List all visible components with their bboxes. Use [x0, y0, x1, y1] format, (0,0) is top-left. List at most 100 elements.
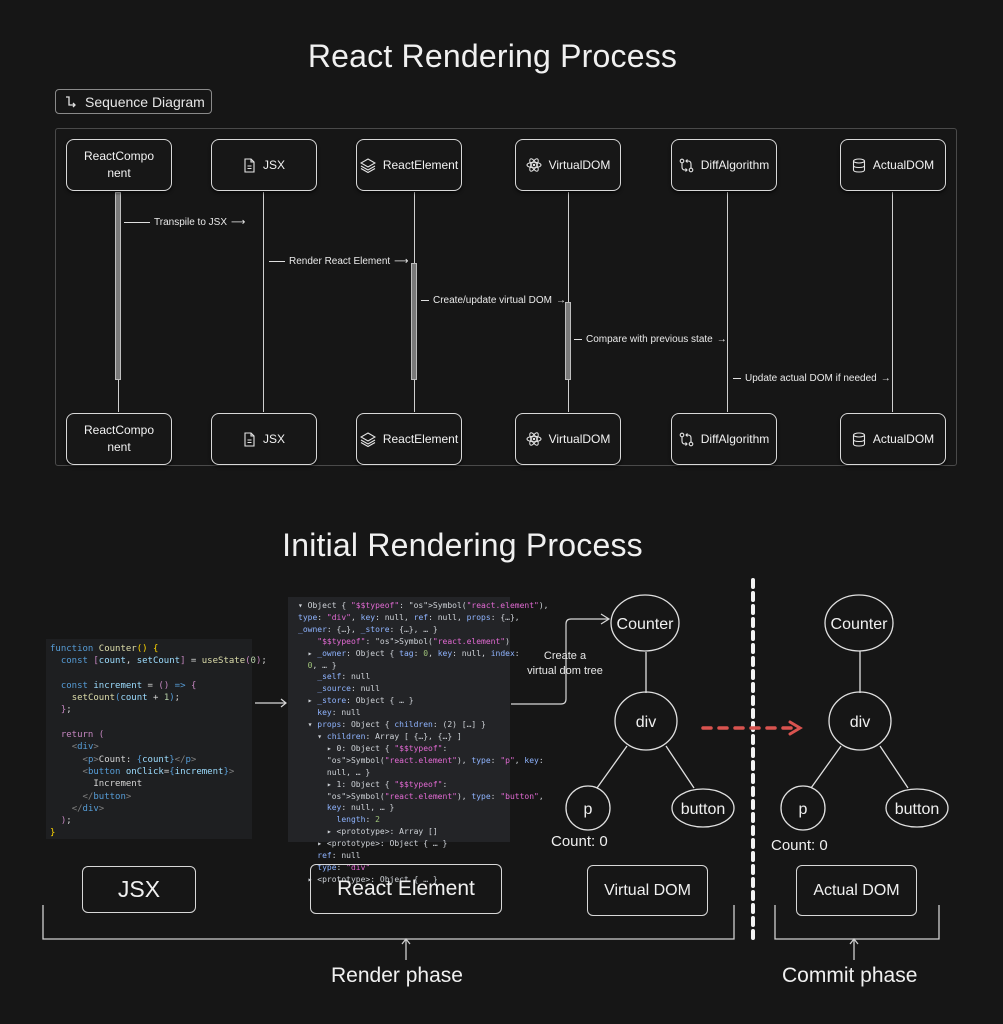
object-line: type: "div" — [317, 862, 371, 872]
layers-icon — [359, 431, 376, 447]
stage-label-text: Virtual DOM — [604, 881, 691, 899]
tree-edge — [665, 745, 695, 789]
adom-node-button-label: button — [895, 801, 939, 818]
message-compare: Compare with previous state→ — [574, 334, 727, 345]
message-label: Transpile to JSX — [154, 217, 227, 228]
message-transpile: Transpile to JSX⟶ — [124, 217, 245, 228]
message-create-vdom: Create/update virtual DOM→ — [421, 295, 566, 306]
object-line: length: 2 — [336, 815, 380, 825]
adom-node-counter-label: Counter — [831, 616, 889, 633]
message-render-element: Render React Element⟶ — [269, 256, 409, 267]
actor-label: JSX — [262, 431, 285, 446]
object-line: ▸ 1: Object { "$$typeof": — [298, 779, 448, 789]
actor-jsx-bottom: JSX — [211, 413, 317, 465]
actor-diff-algorithm-top: DiffAlgorithm — [671, 139, 777, 191]
object-line: type: "div", key: null, ref: null, props… — [298, 612, 520, 622]
object-line: ▾ Object { "$$typeof": "os">Symbol( — [298, 601, 467, 610]
actor-label: ActualDOM — [872, 157, 935, 172]
adom-node-div-label: div — [850, 714, 870, 731]
message-label: Compare with previous state — [586, 334, 713, 345]
object-line: _source: null — [317, 684, 380, 694]
object-line: _self: null — [317, 672, 371, 682]
create-tree-label-line2: virtual dom tree — [527, 665, 603, 677]
vdom-node-p-label: p — [584, 801, 593, 818]
actor-virtual-dom-bottom: VirtualDOM — [515, 413, 621, 465]
actor-label: JSX — [262, 157, 285, 172]
actor-diff-algorithm-bottom: DiffAlgorithm — [671, 413, 777, 465]
layers-icon — [359, 157, 376, 173]
vdom-node-button — [671, 788, 735, 828]
actor-actual-dom-top: ActualDOM — [840, 139, 946, 191]
arrow-jsx-to-element — [255, 698, 287, 708]
actor-label: ReactElement — [382, 431, 459, 446]
message-update-dom: Update actual DOM if needed→ — [733, 373, 891, 384]
object-line: "$$typeof": "os">Symbol( — [317, 636, 433, 646]
jsx-code-panel: function Counter() { const [count, setCo… — [46, 639, 267, 839]
sequence-diagram-badge: Sequence Diagram — [55, 89, 212, 114]
stage-label-jsx: JSX — [82, 866, 196, 913]
arrow-create-tree — [511, 613, 611, 705]
adom-p-text: Count: 0 — [771, 837, 828, 854]
object-line: ref: null — [317, 851, 361, 861]
object-line: 0, … } — [307, 660, 337, 670]
actor-actual-dom-bottom: ActualDOM — [840, 413, 946, 465]
top-title: React Rendering Process — [307, 38, 678, 74]
activation-react-component — [115, 192, 121, 380]
object-line: _owner: {…}, _store: {…}, … } — [298, 624, 438, 634]
stage-label-react-element: React Element — [310, 864, 502, 914]
object-line: ▸ <prototype>: Object { … } — [298, 839, 448, 849]
object-line: "os">Symbol( — [326, 755, 385, 765]
arrow-right-icon: → — [716, 334, 727, 345]
object-line: ▾ children: Array [ {…}, {…} ] — [298, 731, 462, 741]
actor-virtual-dom-top: VirtualDOM — [515, 139, 621, 191]
stage-label-text: Actual DOM — [813, 881, 900, 899]
actor-jsx-top: JSX — [211, 139, 317, 191]
arrow-right-icon: ⟶ — [394, 256, 409, 267]
object-line: ▸ _store: Object { … } — [298, 696, 414, 706]
adom-node-p — [780, 785, 826, 831]
actor-label: VirtualDOM — [548, 157, 611, 172]
adom-node-div — [828, 691, 892, 751]
sequence-step-icon — [66, 96, 76, 108]
stage-label-actual-dom: Actual DOM — [796, 865, 917, 916]
adom-node-p-label: p — [799, 801, 808, 818]
commit-phase-label: Commit phase — [782, 964, 918, 987]
activation-react-element — [411, 263, 417, 380]
sequence-badge-label: Sequence Diagram — [85, 93, 205, 110]
atom-icon — [526, 158, 542, 172]
actor-react-element-top: ReactElement — [356, 139, 462, 191]
actor-label: VirtualDOM — [548, 431, 611, 446]
message-label: Create/update virtual DOM — [433, 295, 552, 306]
actor-label: ReactElement — [382, 157, 459, 172]
vdom-node-div — [614, 691, 678, 751]
create-tree-label-line1: Create a — [544, 650, 587, 662]
arrow-right-icon: → — [555, 295, 566, 306]
tree-edge — [596, 745, 628, 789]
object-line: ▸ <prototype>: Array [] — [298, 827, 438, 837]
database-icon — [852, 157, 865, 173]
stage-label-virtual-dom: Virtual DOM — [587, 865, 708, 916]
adom-node-counter — [824, 594, 894, 652]
object-line: key: null — [317, 708, 361, 718]
lifeline-diff-algorithm — [727, 192, 728, 412]
actor-label: DiffAlgorithm — [700, 431, 770, 446]
atom-icon — [526, 432, 542, 446]
arrow-right-icon: → — [880, 373, 891, 384]
file-text-icon — [244, 157, 255, 173]
adom-node-button — [885, 788, 949, 828]
vdom-node-button-label: button — [681, 801, 725, 818]
commit-arrow — [701, 720, 803, 736]
object-line: ▾ props: Object { children: (2) […] } — [298, 720, 486, 730]
stage-label-text: JSX — [117, 876, 161, 902]
object-line: ▸ 0: Object { "$$typeof": — [298, 743, 448, 753]
render-phase-bracket — [42, 905, 735, 960]
actor-label: ActualDOM — [872, 431, 935, 446]
vdom-node-div-label: div — [636, 714, 656, 731]
vdom-node-p — [565, 785, 611, 831]
activation-virtual-dom — [565, 302, 571, 380]
git-compare-icon — [679, 158, 694, 172]
lifeline-jsx — [263, 192, 264, 412]
